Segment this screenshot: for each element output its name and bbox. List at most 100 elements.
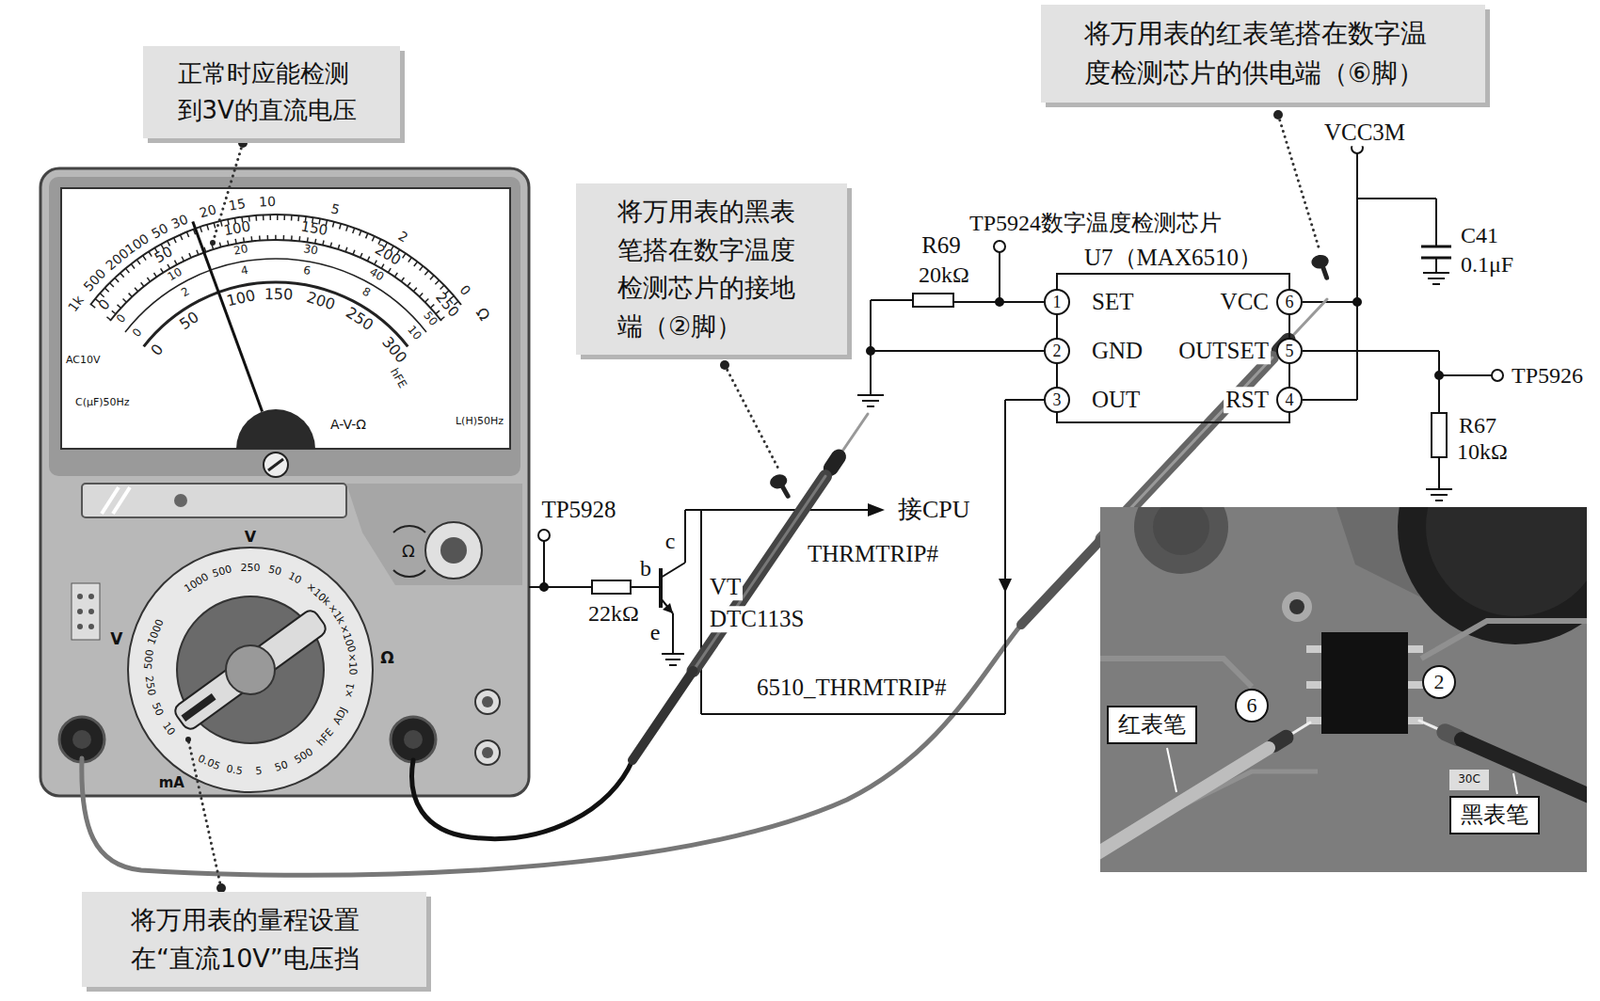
pin-number: 4 — [1285, 391, 1295, 409]
scale-number: 100 — [222, 218, 252, 239]
circuit-wire — [543, 541, 545, 588]
black-probe — [632, 414, 868, 761]
scale-number: 0 — [456, 282, 474, 299]
hand-pointer — [1309, 253, 1330, 272]
circuit-symbol — [993, 240, 1006, 253]
scale-number: hFE — [387, 366, 409, 391]
meter-marking: A-V-Ω — [330, 417, 367, 432]
probe-cord — [81, 624, 1022, 876]
pin-number: 5 — [1285, 342, 1295, 360]
leader-line — [724, 365, 780, 471]
meter-lower-panel — [425, 522, 482, 579]
circuit-symbol — [661, 653, 685, 656]
meter-lower-panel — [88, 608, 95, 615]
callout-number: 2 — [1422, 665, 1456, 700]
scale-number: 150 — [300, 218, 330, 239]
hand-pointer — [1323, 266, 1328, 278]
circuit-wire — [1357, 197, 1437, 200]
black-probe — [693, 476, 827, 672]
range-label: 10 — [286, 570, 304, 587]
range-dial — [225, 645, 275, 695]
pcb-photo — [1306, 681, 1322, 689]
meter-scale — [110, 240, 442, 321]
range-dial — [180, 693, 216, 722]
circuit-label: TP5926 — [1509, 363, 1585, 388]
circuit-label: 接CPU — [896, 496, 973, 525]
black-probe — [838, 414, 868, 458]
meter-lower-panel — [393, 570, 426, 577]
needle-pivot — [236, 409, 316, 478]
pin-number: 2 — [1434, 672, 1445, 693]
range-label: 10 — [160, 720, 177, 738]
meter-marking: AC10V — [65, 354, 101, 367]
circuit-symbol — [1353, 298, 1361, 306]
probe-name: 黑表笔 — [1460, 800, 1529, 831]
circuit-symbol — [1435, 371, 1443, 380]
mode-label: V — [110, 630, 123, 649]
callout-text: 将万用表的量程设置在“直流10V”电压挡 — [130, 901, 378, 978]
circuit-wire — [1302, 301, 1358, 304]
circuit-label: TP5924数字温度检测芯片 — [967, 210, 1224, 236]
circuit-label: TP5928 — [539, 496, 618, 524]
circuit-symbol — [1427, 277, 1445, 280]
circuit-symbol — [912, 293, 954, 307]
circuit-wire — [1439, 374, 1492, 377]
multimeter-body — [40, 168, 529, 797]
circuit-label: OUT — [1089, 386, 1142, 414]
circuit-wire — [870, 299, 913, 302]
meter-needle — [192, 222, 263, 413]
black-probe — [693, 476, 827, 672]
scale-number: 20 — [232, 242, 249, 258]
pin-number: 6 — [1247, 695, 1258, 717]
chip-name: U7（MAX6510） — [1057, 243, 1289, 272]
range-label: 1000 — [145, 617, 167, 646]
probe-jack — [403, 730, 423, 750]
pcb-photo — [1100, 658, 1252, 688]
meter-lower-panel — [174, 494, 188, 508]
circuit-wire — [658, 568, 663, 608]
pin-circle: 3 — [1043, 386, 1071, 414]
circuit-label: RST — [1223, 386, 1271, 414]
meter-marking: C(μF)50Hz — [75, 397, 130, 409]
range-label: ×1 — [342, 682, 357, 700]
red-probe — [1021, 539, 1102, 625]
range-label: 50 — [273, 759, 290, 775]
hand-pointer — [1309, 253, 1332, 281]
circuit-symbol — [669, 664, 677, 667]
pin-number: 1 — [1053, 293, 1062, 311]
circuit-symbol — [1421, 256, 1452, 260]
pcb-photo — [1100, 748, 1269, 864]
meter-lower-panel — [77, 624, 83, 630]
multimeter-body — [40, 168, 529, 797]
circuit-label: THRMTRIP# — [805, 541, 941, 568]
callout-text: 将万用表的红表笔搭在数字温度检测芯片的供电端（⑥脚） — [1084, 14, 1442, 94]
pin-circle: 2 — [1043, 337, 1071, 365]
circuit-symbol — [857, 394, 884, 397]
range-label: 500 — [142, 649, 156, 671]
range-label: 5 — [255, 765, 263, 778]
circuit-wire — [1302, 399, 1358, 401]
range-label: ×10 — [345, 653, 358, 676]
scale-number: 0 — [95, 296, 113, 314]
callout-number: 6 — [1234, 688, 1269, 723]
scale-number: 100 — [224, 287, 257, 310]
scale-number: 100 — [123, 231, 153, 258]
meter-lower-panel — [71, 583, 100, 640]
circuit-wire — [1005, 399, 1044, 401]
range-dial — [172, 608, 329, 733]
pcb-photo — [1289, 599, 1305, 615]
circuit-wire — [1435, 198, 1438, 247]
scale-number: 0 — [147, 340, 167, 359]
range-label: 50 — [148, 701, 165, 719]
scale-number: 50 — [149, 221, 172, 242]
meter-lower-panel — [393, 526, 426, 533]
scale-number: Ω — [472, 304, 493, 324]
range-dial — [172, 608, 329, 733]
probe-jack — [59, 717, 105, 763]
scale-number: 8 — [359, 285, 372, 300]
circuit-symbol — [866, 405, 875, 408]
range-dial — [128, 547, 373, 793]
callout-box: 将万用表的红表笔搭在数字温度检测芯片的供电端（⑥脚） — [1040, 4, 1486, 103]
mode-label: V — [244, 528, 256, 546]
